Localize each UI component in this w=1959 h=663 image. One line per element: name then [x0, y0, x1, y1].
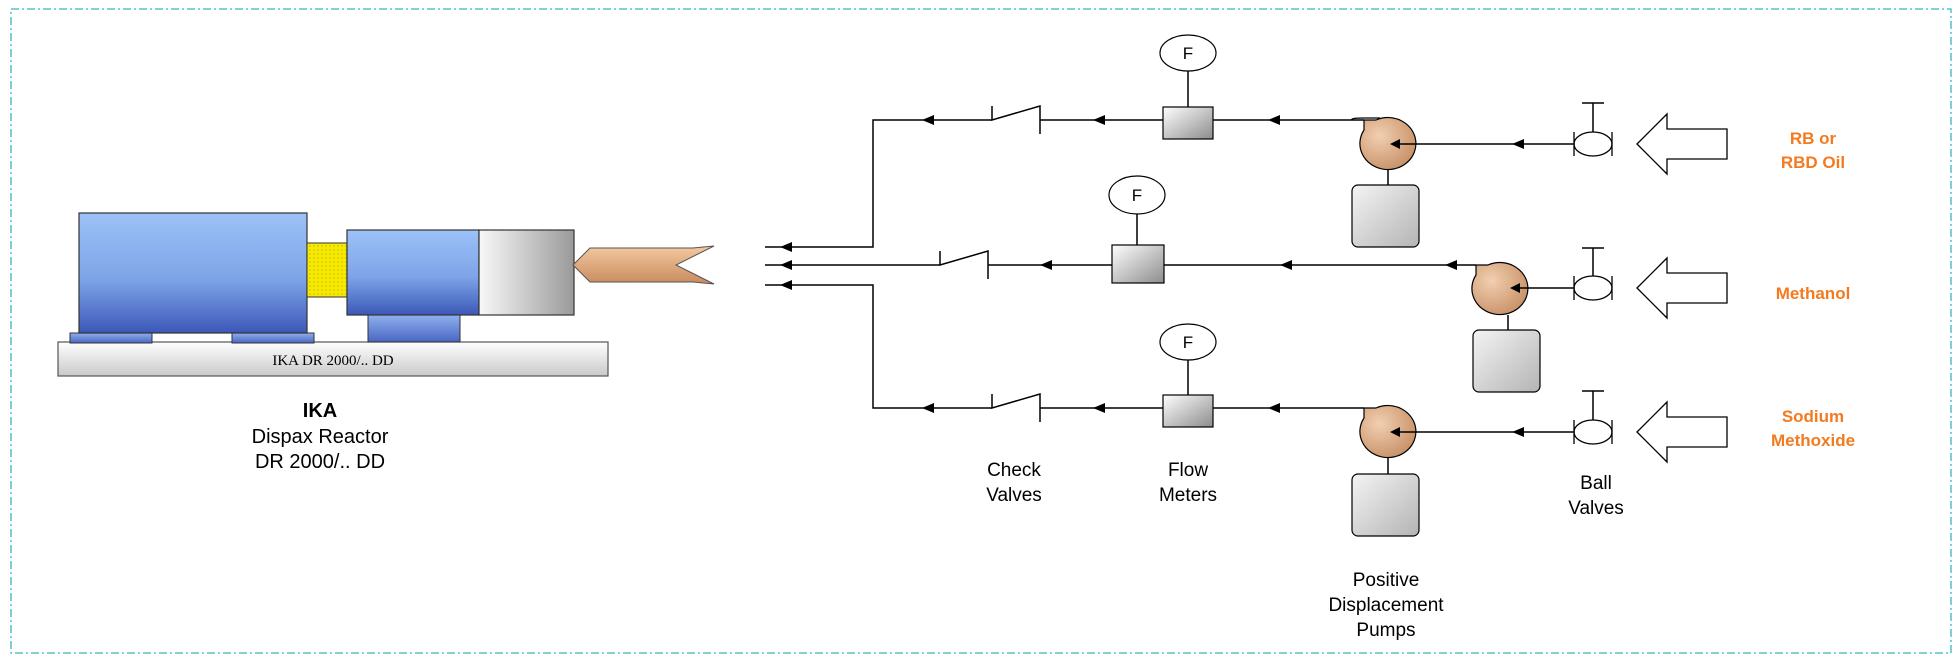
feed-arrow-methoxide: [1636, 400, 1728, 464]
ball-valve-top: [1573, 131, 1613, 157]
check-valve-top: [991, 105, 1041, 134]
reactor-subtitle-line1: Dispax Reactor: [252, 426, 389, 448]
reactor-title: IKA: [303, 400, 337, 422]
flow-meters-label-line1: Flow: [1168, 460, 1208, 481]
feed-label-methoxide-line1: Sodium: [1782, 407, 1844, 426]
feed-label-oil-line1: RB or: [1790, 129, 1837, 148]
flow-meter-mid: [1111, 244, 1165, 284]
feed-label-methoxide-line2: Methoxide: [1771, 431, 1855, 450]
flow-arrow: [1268, 115, 1280, 125]
pumps: [1351, 116, 1541, 537]
pump-top: [1359, 116, 1417, 171]
check-valves: [939, 105, 1062, 422]
pump-tank-mid: [1472, 329, 1541, 393]
flow-indicator-symbol: F: [1183, 44, 1193, 63]
check-valve-bot: [991, 393, 1041, 422]
pump-bot: [1359, 404, 1417, 459]
flow-meters: F F F: [1108, 34, 1217, 428]
reactor-subtitle-line2: DR 2000/.. DD: [255, 451, 385, 473]
dispax-reactor: IKA DR 2000/.. DD IKA Dispax Reactor DR …: [57, 212, 715, 473]
pump-arrow: [1390, 427, 1400, 437]
feed-arrow-methanol: [1636, 256, 1728, 320]
motor-foot-left: [69, 332, 153, 344]
check-valves-label-line2: Valves: [986, 485, 1042, 506]
pipe-bot-manifold: [765, 284, 992, 409]
flow-arrow: [922, 403, 934, 413]
pumps-label-line2: Displacement: [1328, 595, 1444, 616]
pump-arrow: [1510, 283, 1520, 293]
ball-valve-mid: [1573, 275, 1613, 301]
pumps-label-line1: Positive: [1353, 570, 1420, 591]
flow-arrow: [780, 260, 792, 270]
diagram-frame: [10, 8, 1952, 654]
flow-arrow: [1093, 115, 1105, 125]
check-valves-label-line1: Check: [987, 460, 1041, 481]
ball-valves-label-line1: Ball: [1580, 473, 1612, 494]
feed-arrows: [1636, 112, 1728, 464]
flow-arrow: [1040, 260, 1052, 270]
flow-indicator-top: [1159, 34, 1217, 72]
check-valve-mid: [939, 250, 989, 279]
flow-indicator-symbol: F: [1132, 186, 1142, 205]
flow-meters-label-line2: Meters: [1159, 485, 1217, 506]
flow-indicator-mid: [1108, 175, 1166, 215]
pump-tank-top: [1351, 184, 1420, 248]
coupling-guard: [306, 242, 348, 298]
reactor-base-label: IKA DR 2000/.. DD: [272, 353, 393, 369]
ball-valves-label-line2: Valves: [1568, 498, 1624, 519]
reactor-base-plate: [57, 341, 609, 377]
pump-arrows: [1390, 139, 1520, 437]
feed-label-oil-line2: RBD Oil: [1781, 153, 1845, 172]
feed-arrow-oil: [1636, 112, 1728, 176]
pumps-label-line3: Pumps: [1356, 620, 1415, 641]
flow-arrow: [1445, 260, 1457, 270]
flow-meter-bot: [1162, 394, 1214, 428]
feed-labels: RB or RBD Oil Methanol Sodium Methoxide: [1771, 129, 1855, 450]
flow-arrows: [780, 115, 1524, 437]
flow-arrow: [780, 242, 792, 252]
flow-indicator-bot: [1159, 323, 1217, 361]
pump-tank-bot: [1351, 473, 1420, 537]
flow-indicator-symbol: F: [1183, 333, 1193, 352]
reactor-pedestal: [367, 314, 461, 343]
ball-valves: [1573, 131, 1613, 445]
flow-arrow: [1280, 260, 1292, 270]
flow-arrow: [922, 115, 934, 125]
pipe-top-manifold: [765, 119, 992, 248]
motor-body: [78, 212, 308, 334]
pump-arrow: [1390, 139, 1400, 149]
reactor-head: [478, 229, 575, 316]
flow-arrow: [1512, 139, 1524, 149]
pump-mid: [1471, 261, 1529, 316]
flow-arrow: [1093, 403, 1105, 413]
inlet-nozzle: [572, 245, 715, 285]
feed-label-methanol: Methanol: [1776, 284, 1851, 303]
pump-inlet-lines: [1400, 143, 1556, 433]
flow-arrow: [1512, 427, 1524, 437]
ball-valve-bot: [1573, 419, 1613, 445]
motor-foot-right: [231, 332, 315, 344]
pump-top-casing: [1351, 117, 1380, 121]
flow-arrow: [1268, 403, 1280, 413]
component-labels: Check Valves Flow Meters Positive Displa…: [986, 460, 1624, 641]
flow-arrow: [780, 280, 792, 290]
flow-meter-top: [1162, 106, 1214, 140]
reactor-housing: [346, 229, 480, 316]
